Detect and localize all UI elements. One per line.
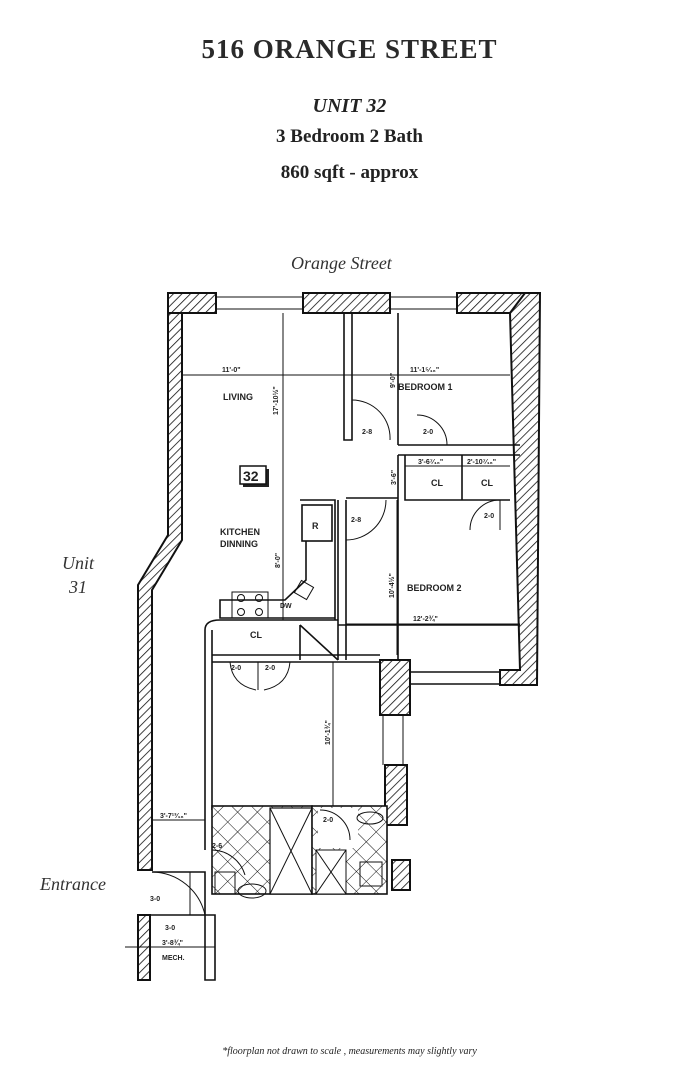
- room-label-mech: MECH.: [162, 955, 185, 962]
- door-closet-right: 2-0: [265, 665, 275, 672]
- entrance-label: Entrance: [40, 874, 106, 894]
- door-closet-bedroom2: 2-0: [484, 513, 494, 520]
- door-bath-2: 2-0: [323, 817, 333, 824]
- dimension-lines: [125, 313, 520, 948]
- interior-walls: [150, 313, 520, 981]
- dim-closet2-width: 2'-10⁷⁄₁₆": [467, 459, 496, 466]
- unit-badge: [239, 465, 267, 485]
- fridge-label: R: [312, 521, 319, 531]
- dim-kitchen-depth: 8'-0": [275, 553, 282, 568]
- dim-bedroom3-depth: 10'-1¾": [324, 720, 332, 745]
- room-label-bedroom-2: BEDROOM 2: [407, 583, 462, 593]
- door-bedroom2: 2-8: [351, 517, 361, 524]
- dim-bedroom1-width: 11'-1⁵⁄₁₆": [410, 367, 439, 374]
- door-bedroom1: 2-0: [423, 429, 433, 436]
- unit-number: UNIT 32: [312, 95, 387, 117]
- dim-bedroom2-depth: 10'-4½": [388, 573, 396, 598]
- room-label-closet-3: CL: [250, 630, 262, 640]
- dim-bedroom1-depth: 9'-0": [390, 373, 397, 388]
- room-label-closet-1: CL: [431, 478, 443, 488]
- dim-living-width: 11'-0": [222, 367, 241, 374]
- room-label-closet-2: CL: [481, 478, 493, 488]
- dim-hall-width: 3'-7¹³⁄₁₆": [160, 813, 187, 820]
- room-label-dining: DINNING: [220, 539, 258, 549]
- dim-closet-depth: 3'-6": [391, 470, 398, 485]
- neighbor-unit-word: Unit: [62, 553, 95, 573]
- room-label-kitchen: KITCHEN: [220, 527, 260, 537]
- dim-mech-width: 3'-8¾": [162, 939, 183, 947]
- exterior-walls: [137, 292, 542, 981]
- door-swings: [151, 399, 501, 916]
- door-mech: 3-0: [165, 925, 175, 932]
- dim-bedroom2-width: 12'-2¾": [413, 615, 438, 623]
- door-entrance: 3-0: [150, 896, 160, 903]
- room-label-living: LIVING: [223, 392, 253, 402]
- footnote: *floorplan not drawn to scale , measurem…: [222, 1046, 477, 1057]
- refrigerator: [301, 504, 333, 542]
- unit-badge-number: 32: [243, 468, 259, 484]
- door-bath-1: 2-6: [212, 843, 222, 850]
- door-living-bedroom1: 2-8: [362, 429, 372, 436]
- room-label-bedroom-1: BEDROOM 1: [398, 382, 453, 392]
- dim-living-depth: 17'-10½": [272, 386, 280, 415]
- dishwasher-label: DW: [280, 603, 292, 610]
- page-title: 516 ORANGE STREET: [201, 34, 498, 64]
- neighbor-unit-number: 31: [69, 577, 87, 597]
- square-footage: 860 sqft - approx: [280, 162, 419, 183]
- neighbor-unit-label: Unit 31: [62, 551, 94, 599]
- bed-bath-count: 3 Bedroom 2 Bath: [276, 126, 423, 147]
- door-closet-left: 2-0: [231, 665, 241, 672]
- street-label: Orange Street: [291, 253, 392, 273]
- dim-closet1-width: 3'-6⁷⁄₁₆": [418, 459, 443, 466]
